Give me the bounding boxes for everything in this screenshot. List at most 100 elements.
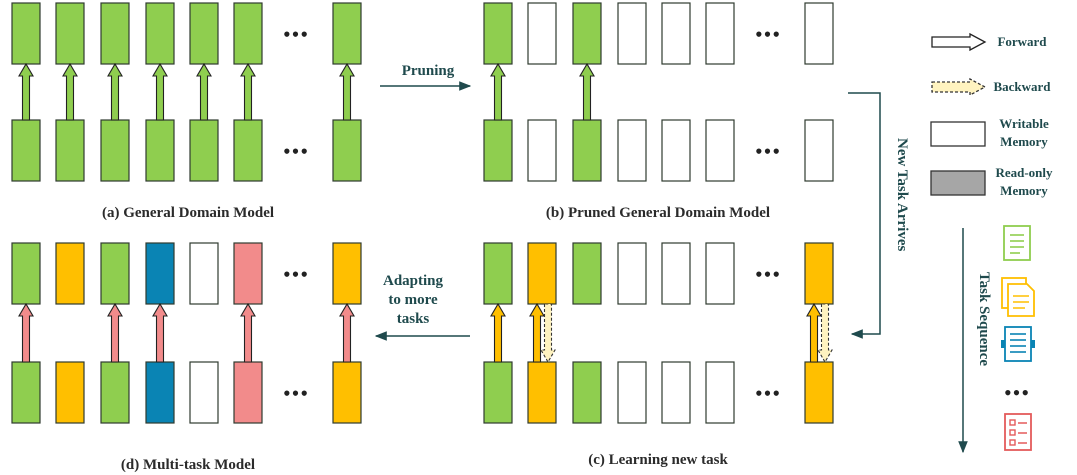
top-block: [100, 242, 130, 305]
top-block: [145, 242, 175, 305]
notebook-blue-icon: [1001, 326, 1035, 362]
top-block: [189, 2, 219, 65]
top-block: [332, 242, 362, 305]
bottom-block: [617, 119, 647, 182]
caption-learning-new-task: (c) Learning new task: [588, 452, 728, 468]
top-block: [804, 2, 834, 65]
bottom-block: [705, 361, 735, 424]
top-block: [705, 242, 735, 305]
top-block: [100, 2, 130, 65]
bottom-block: [11, 361, 41, 424]
panel-pruned-general-domain-model: ••• •••: [483, 2, 834, 182]
top-block: [617, 2, 647, 65]
top-block: [527, 242, 557, 305]
forward-arrow: [806, 302, 822, 363]
forward-arrow: [152, 302, 168, 363]
top-block: [145, 2, 175, 65]
top-block: [527, 2, 557, 65]
caption-multi-task-model: (d) Multi-task Model: [121, 457, 255, 473]
bottom-block: [617, 361, 647, 424]
bottom-block: [661, 361, 691, 424]
top-block: [572, 242, 602, 305]
bottom-block: [189, 119, 219, 182]
bottom-block: [100, 119, 130, 182]
bottom-block: [332, 119, 362, 182]
bottom-block: [572, 361, 602, 424]
bottom-block: [527, 119, 557, 182]
read-only-memory-swatch: [930, 170, 986, 196]
top-ellipsis: •••: [283, 22, 309, 47]
legend-writable-line2: Memory: [1000, 134, 1048, 149]
bottom-block: [145, 119, 175, 182]
forward-arrow: [490, 62, 506, 121]
bottom-block: [233, 119, 263, 182]
adapting-label-line1: Adapting: [383, 273, 444, 289]
legend-readonly-line1: Read-only: [995, 165, 1053, 180]
forward-arrow: [490, 302, 506, 363]
adapting-label-line3: tasks: [397, 311, 430, 327]
legend: Forward Backward Writable Memory Read-on…: [930, 32, 1053, 198]
top-block: [332, 2, 362, 65]
forward-arrow: [18, 302, 34, 363]
document-green-icon: [1003, 225, 1031, 261]
top-block: [55, 242, 85, 305]
bottom-block: [55, 361, 85, 424]
top-block: [661, 242, 691, 305]
forward-arrow: [62, 62, 78, 121]
top-block: [483, 242, 513, 305]
bottom-block: [483, 119, 513, 182]
backward-legend-arrow: [931, 77, 987, 97]
bottom-ellipsis: •••: [283, 381, 309, 406]
bottom-block: [705, 119, 735, 182]
panel-general-domain-model: ••• •••: [11, 2, 362, 182]
bottom-block: [189, 361, 219, 424]
top-ellipsis: •••: [755, 22, 781, 47]
forward-arrow: [107, 62, 123, 121]
legend-forward: Forward: [997, 34, 1047, 49]
forward-arrow: [240, 302, 256, 363]
bottom-ellipsis: •••: [755, 139, 781, 164]
bottom-block: [332, 361, 362, 424]
pruning-label: Pruning: [402, 63, 455, 79]
forward-arrow: [196, 62, 212, 121]
bottom-block: [661, 119, 691, 182]
new-task-connector: [848, 92, 881, 339]
bottom-block: [11, 119, 41, 182]
top-ellipsis: •••: [283, 262, 309, 287]
writable-memory-swatch: [930, 121, 986, 147]
top-block: [189, 242, 219, 305]
documents-orange-icon: [1001, 277, 1035, 317]
bottom-block: [233, 361, 263, 424]
top-block: [483, 2, 513, 65]
forward-arrow: [240, 62, 256, 121]
backward-arrow: [540, 303, 556, 364]
top-block: [804, 242, 834, 305]
caption-pruned-general-domain-model: (b) Pruned General Domain Model: [546, 205, 770, 221]
bottom-block: [55, 119, 85, 182]
bottom-block: [804, 119, 834, 182]
forward-arrow: [339, 302, 355, 363]
bottom-block: [804, 361, 834, 424]
top-block: [617, 242, 647, 305]
new-task-arrives-label: New Task Arrives: [894, 138, 910, 252]
bottom-ellipsis: •••: [755, 381, 781, 406]
top-block: [705, 2, 735, 65]
task-sequence-label: Task Sequence: [976, 272, 992, 366]
top-block: [55, 2, 85, 65]
bottom-block: [527, 361, 557, 424]
bottom-block: [483, 361, 513, 424]
top-block: [661, 2, 691, 65]
panel-learning-new-task: ••• •••: [483, 242, 834, 424]
bottom-block: [100, 361, 130, 424]
forward-arrow: [339, 62, 355, 121]
forward-arrow: [529, 302, 545, 363]
legend-backward: Backward: [993, 79, 1051, 94]
top-ellipsis: •••: [755, 262, 781, 287]
forward-arrow: [18, 62, 34, 121]
top-block: [11, 2, 41, 65]
bottom-ellipsis: •••: [283, 139, 309, 164]
backward-arrow: [817, 303, 833, 364]
panel-multi-task-model: ••• •••: [11, 242, 362, 424]
top-block: [572, 2, 602, 65]
